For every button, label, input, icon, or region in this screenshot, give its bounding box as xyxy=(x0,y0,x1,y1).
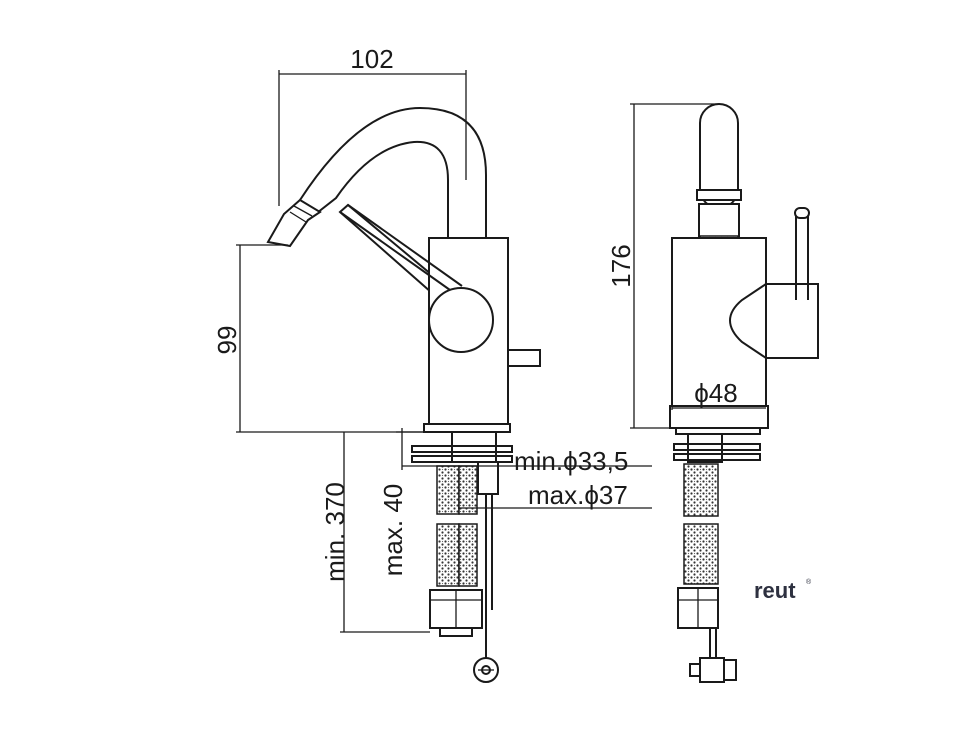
side-view xyxy=(266,106,541,683)
lever-hub xyxy=(428,287,494,353)
dim-spout-height: 99 xyxy=(212,326,242,355)
cartridge-cap xyxy=(729,282,767,360)
hose-left-upper xyxy=(436,465,460,515)
base-plate xyxy=(423,423,511,433)
popup-rod-housing xyxy=(477,461,499,495)
dim-deck-max: max. 40 xyxy=(378,484,408,577)
hose-right-upper xyxy=(458,465,478,515)
front-view xyxy=(669,103,819,683)
dimension-lines xyxy=(236,70,766,633)
front-drain-connector xyxy=(699,657,725,683)
front-washer-bottom xyxy=(673,453,761,461)
hose-left-lower xyxy=(436,523,460,587)
dim-hole-max: max.ϕ37 xyxy=(528,480,628,510)
spout-outline xyxy=(307,140,449,237)
dim-hole-min: min.ϕ33,5 xyxy=(514,446,628,476)
front-washer-top xyxy=(673,443,761,451)
washer-top xyxy=(411,445,513,453)
nozzle-detail xyxy=(289,205,313,223)
aerator-ring-2 xyxy=(698,203,740,239)
dim-body-diameter: ϕ48 xyxy=(694,378,737,408)
lever-arm-front xyxy=(339,204,463,291)
threaded-stem xyxy=(451,431,497,463)
brand-logo: reut xyxy=(754,578,796,603)
spout-nozzle xyxy=(266,198,322,248)
popup-knob xyxy=(507,349,541,367)
hose-right-lower xyxy=(458,523,478,587)
dim-spout-reach: 102 xyxy=(350,44,393,74)
dim-total-height: 176 xyxy=(606,244,636,287)
dim-hose-min: min. 370 xyxy=(320,482,350,582)
cartridge-housing xyxy=(765,283,819,359)
front-hose-lower xyxy=(683,523,719,585)
spout-outline-inner xyxy=(299,106,487,237)
front-hose-upper xyxy=(683,463,719,517)
front-base-plate xyxy=(669,405,769,429)
aerator-ring-1 xyxy=(696,189,742,201)
brand-registered-mark: ® xyxy=(806,578,812,586)
